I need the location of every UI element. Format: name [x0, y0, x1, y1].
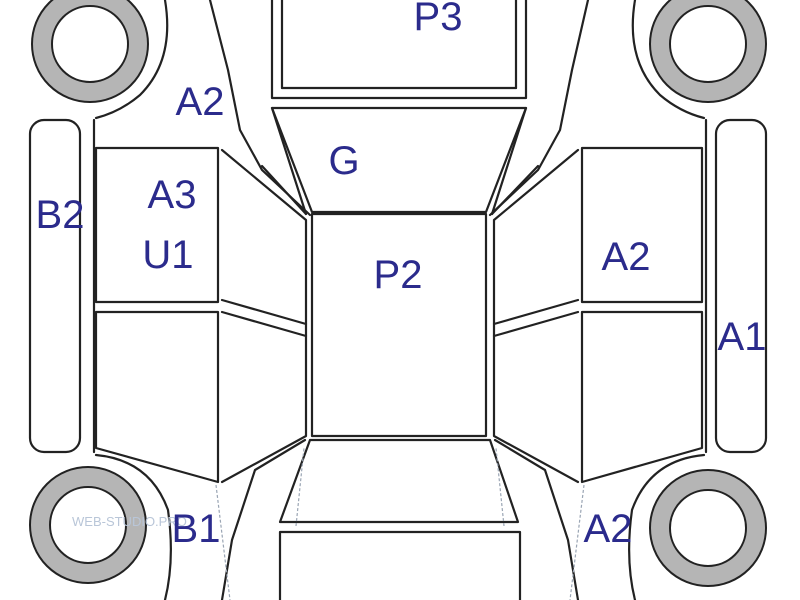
label-p2: P2 — [374, 253, 423, 297]
label-a2-rear-right: A2 — [584, 507, 633, 551]
door-front-left — [94, 146, 220, 304]
rear-detail-left — [215, 484, 231, 600]
pillar-front-right-b — [490, 106, 528, 216]
sill-right — [714, 118, 768, 454]
window-frame-right — [492, 148, 580, 484]
watermark-text: WEB-STUDIO.PRO — [72, 514, 187, 529]
pillar-front-right-a — [490, 164, 540, 216]
label-a2-right-front: A2 — [602, 235, 651, 279]
body-edge-front-right — [488, 0, 590, 217]
arch-front-left — [94, 0, 169, 120]
door-rear-left — [94, 310, 220, 484]
label-a2-front-left: A2 — [176, 80, 225, 124]
label-a1: A1 — [718, 315, 767, 359]
trunk-panel — [278, 530, 522, 600]
body-edge-rear-left — [220, 438, 307, 600]
wheel-rear-left — [29, 466, 147, 584]
rear-detail-right — [569, 484, 585, 600]
body-outline — [28, 0, 768, 600]
pillar-middle-left — [220, 298, 308, 338]
window-frame-left — [220, 148, 308, 484]
label-p3: P3 — [414, 0, 463, 39]
windshield-panel — [270, 106, 528, 214]
wheels — [29, 0, 767, 587]
roof-panel — [310, 212, 488, 438]
wheel-rear-right — [649, 469, 767, 587]
label-g: G — [328, 139, 359, 183]
panel-labels: P3 A2 G A3 U1 B2 P2 A2 A1 B1 A2 — [36, 0, 767, 551]
body-edge-rear-right — [493, 438, 580, 600]
pillar-front-left-a — [260, 164, 308, 216]
pillar-middle-right — [492, 298, 580, 338]
sill-left — [28, 118, 82, 454]
arch-rear-left — [94, 453, 172, 600]
wheel-front-left — [31, 0, 149, 103]
pillar-front-left-b — [270, 106, 308, 216]
arch-rear-right — [628, 453, 706, 600]
rear-window-panel — [278, 438, 520, 524]
label-b1: B1 — [172, 507, 221, 551]
label-b2: B2 — [36, 193, 85, 237]
label-a3: A3 — [148, 173, 197, 217]
wheel-front-right — [649, 0, 767, 103]
label-u1: U1 — [142, 233, 193, 277]
door-front-right — [580, 146, 704, 304]
arch-front-right — [631, 0, 706, 120]
hood-panel — [270, 0, 528, 100]
door-rear-right — [580, 310, 704, 484]
rear-detail-bumper — [295, 447, 505, 527]
rear-detail-lines — [215, 447, 585, 600]
